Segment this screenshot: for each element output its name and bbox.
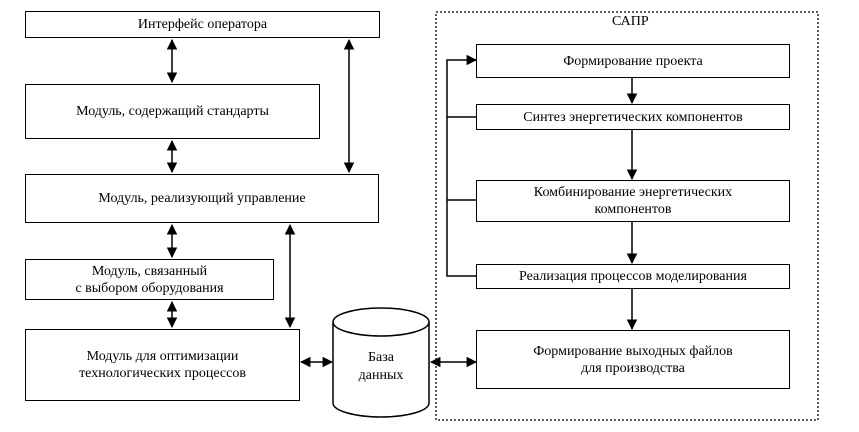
synthesis-label: Синтез энергетических компонентов: [523, 109, 743, 125]
database-label-line2: данных: [358, 368, 404, 383]
operator-interface-label: Интерфейс оператора: [137, 17, 268, 32]
equipment-module-label-line1: Модуль, связанный: [91, 263, 208, 279]
project-formation-box: Формирование проекта: [476, 44, 790, 78]
output-files-label-line1: Формирование выходных файлов: [533, 343, 733, 359]
equipment-module-label-line2: с выбором оборудования: [75, 280, 224, 296]
standards-module-box: Модуль, содержащий стандарты: [25, 84, 320, 139]
optimization-module-label-line1: Модуль для оптимизации: [86, 349, 239, 364]
output-files-box: Формирование выходных файлов для произво…: [476, 330, 790, 389]
output-files-label-line2: для производства: [581, 360, 685, 376]
database-label: База данных: [333, 349, 429, 385]
combining-label-line1: Комбинирование энергетических: [533, 185, 733, 200]
equipment-module-box: Модуль, связанный с выбором оборудования: [25, 259, 274, 300]
optimization-module-label-line2: технологических процессов: [79, 366, 246, 381]
combining-label-line2: компонентов: [594, 202, 672, 217]
modeling-label: Реализация процессов моделирования: [519, 269, 747, 284]
modeling-box: Реализация процессов моделирования: [476, 264, 790, 289]
feedback-loop-line: [446, 54, 478, 277]
cad-title: САПР: [612, 14, 649, 29]
project-formation-label: Формирование проекта: [563, 53, 703, 69]
cad-frame: [435, 11, 819, 421]
combining-box: Комбинирование энергетических компоненто…: [476, 180, 790, 222]
operator-interface-box: Интерфейс оператора: [25, 11, 380, 38]
control-module-box: Модуль, реализующий управление: [25, 174, 379, 223]
synthesis-box: Синтез энергетических компонентов: [476, 104, 790, 130]
database-label-line1: База: [368, 350, 394, 365]
standards-module-label: Модуль, содержащий стандарты: [76, 104, 269, 119]
control-module-label: Модуль, реализующий управление: [98, 191, 306, 206]
database-cylinder: [332, 307, 430, 418]
optimization-module-box: Модуль для оптимизации технологических п…: [25, 329, 300, 401]
